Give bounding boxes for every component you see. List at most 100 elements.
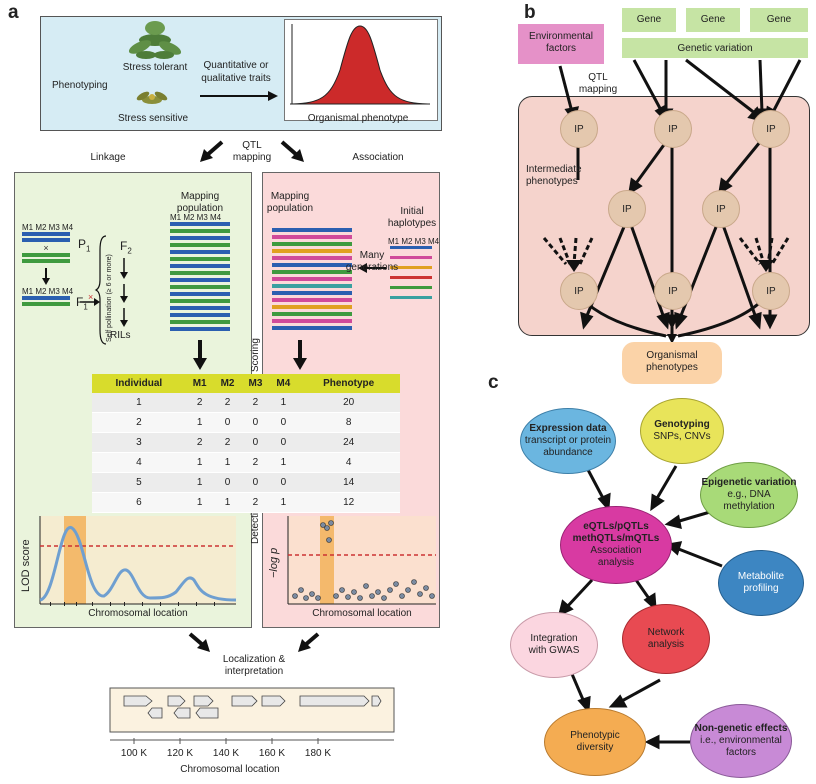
table-cell: 4: [297, 452, 400, 473]
nongenetic-title: Non-genetic effects: [694, 723, 788, 734]
table-cell: 0: [269, 412, 298, 433]
integration-label-2: with GWAS: [528, 645, 580, 656]
expression-sub-2: abundance: [543, 447, 593, 458]
phenotypic-label-2: diversity: [576, 742, 614, 753]
table-cell: 14: [297, 472, 400, 493]
gene-box: [686, 8, 740, 32]
environmental-factors-label-1: Environmental: [529, 31, 593, 42]
center-title-1: eQTLs/pQTLs: [583, 521, 649, 532]
table-cell: 3: [92, 432, 186, 453]
table-cell: 2: [213, 393, 242, 413]
metabolite-profiling-node: Metabolite profiling: [718, 550, 804, 616]
expression-sub-1: transcript or protein: [524, 435, 612, 446]
b-qtl-mapping-label-1: QTL: [588, 72, 608, 83]
gene-label: Gene: [636, 14, 662, 25]
table-cell: 1: [213, 492, 242, 513]
ip-node: IP: [702, 190, 740, 228]
svg-text:×: ×: [88, 292, 93, 302]
b-qtl-mapping-label-2: mapping: [578, 84, 618, 95]
network-analysis-node: Network analysis: [622, 604, 710, 674]
table-cell: 1: [213, 452, 242, 473]
ip-node: IP: [608, 190, 646, 228]
center-sub-2: analysis: [597, 557, 635, 568]
table-cell: 1: [185, 452, 214, 473]
parent-chromosomes: ×: [22, 232, 70, 306]
genetic-variation-box: [622, 38, 808, 58]
epigenetic-sub-1: e.g., DNA: [727, 489, 771, 500]
assoc-mapping-population-label-1: Mapping: [270, 191, 310, 202]
stress-sensitive-label: Stress sensitive: [117, 113, 189, 124]
association-label: Association: [352, 152, 404, 163]
table-cell: 0: [241, 472, 270, 493]
gene-label: Gene: [700, 14, 726, 25]
integration-label-1: Integration: [530, 633, 578, 644]
network-label-2: analysis: [647, 639, 685, 650]
expression-data-node: Expression data transcript or protein ab…: [520, 408, 616, 474]
axis-tick-label: 160 K: [258, 748, 286, 759]
ip-node: IP: [560, 272, 598, 310]
traits-label-1: Quantitative or: [203, 60, 269, 71]
gene-map-x-axis-label: Chromosomal location: [180, 764, 280, 775]
table-cell: 8: [297, 412, 400, 433]
genotyping-sub: SNPs, CNVs: [653, 431, 711, 442]
table-cell: 0: [213, 412, 242, 433]
metabolite-label-1: Metabolite: [737, 571, 785, 582]
haplotype-markers-label: M1 M2 M3 M4: [388, 237, 440, 246]
integration-gwas-node: Integration with GWAS: [510, 612, 598, 678]
qtl-mapping-label-2: mapping: [232, 152, 272, 163]
phenotyping-label: Phenotyping: [52, 80, 108, 91]
epigenetic-sub-2: methylation: [723, 501, 775, 512]
environmental-factors-box: [518, 24, 604, 64]
ril-markers-label: M1 M2 M3 M4: [170, 213, 222, 222]
epigenetic-title: Epigenetic variation: [701, 477, 797, 488]
stress-tolerant-label: Stress tolerant: [122, 62, 188, 73]
phenotypic-label-1: Phenotypic: [570, 730, 620, 741]
ip-node: IP: [752, 272, 790, 310]
non-genetic-effects-node: Non-genetic effects i.e., environmental …: [690, 704, 792, 778]
table-cell: 2: [92, 412, 186, 433]
table-cell: 0: [269, 432, 298, 453]
association-analysis-node: eQTLs/pQTLs methQTLs/mQTLs Association a…: [560, 506, 672, 584]
manhattan-plot: [287, 516, 436, 605]
table-header: M2: [213, 374, 242, 393]
table-header: Individual: [92, 374, 186, 393]
f1-label: F1: [76, 295, 88, 312]
table-cell: 6: [92, 492, 186, 513]
mapping-population-label-2: population: [176, 203, 224, 214]
ip-node: IP: [752, 110, 790, 148]
ip-node: IP: [654, 110, 692, 148]
center-sub-1: Association: [590, 545, 642, 556]
genetic-variation-label: Genetic variation: [677, 43, 753, 54]
table-cell: 0: [213, 472, 242, 493]
ip-node: IP: [654, 272, 692, 310]
gene-map: [109, 687, 395, 744]
gene-label: Gene: [766, 14, 792, 25]
organismal-phenotype-label: Organismal phenotype: [307, 113, 409, 124]
qtl-mapping-label-1: QTL: [242, 140, 262, 151]
table-cell: 2: [241, 492, 270, 513]
table-cell: 1: [185, 492, 214, 513]
table-cell: 5: [92, 472, 186, 493]
nongenetic-sub-1: i.e., environmental: [700, 735, 782, 746]
table-cell: 2: [213, 432, 242, 453]
axis-tick-label: 120 K: [166, 748, 194, 759]
intermediate-phenotypes-label-2: phenotypes: [526, 176, 578, 187]
table-header-row: Individual M1 M2 M3 M4 Phenotype: [92, 374, 400, 393]
table-cell: 0: [269, 472, 298, 493]
f2-label: F2: [120, 239, 132, 256]
initial-haplotypes-label-2: haplotypes: [387, 218, 437, 229]
table-cell: 12: [297, 492, 400, 513]
panel-label-b: b: [524, 2, 536, 23]
localization-label-1: Localization &: [222, 654, 286, 665]
axis-tick-label: 180 K: [304, 748, 332, 759]
mapping-population-label-1: Mapping: [180, 191, 220, 202]
table-cell: 2: [185, 432, 214, 453]
